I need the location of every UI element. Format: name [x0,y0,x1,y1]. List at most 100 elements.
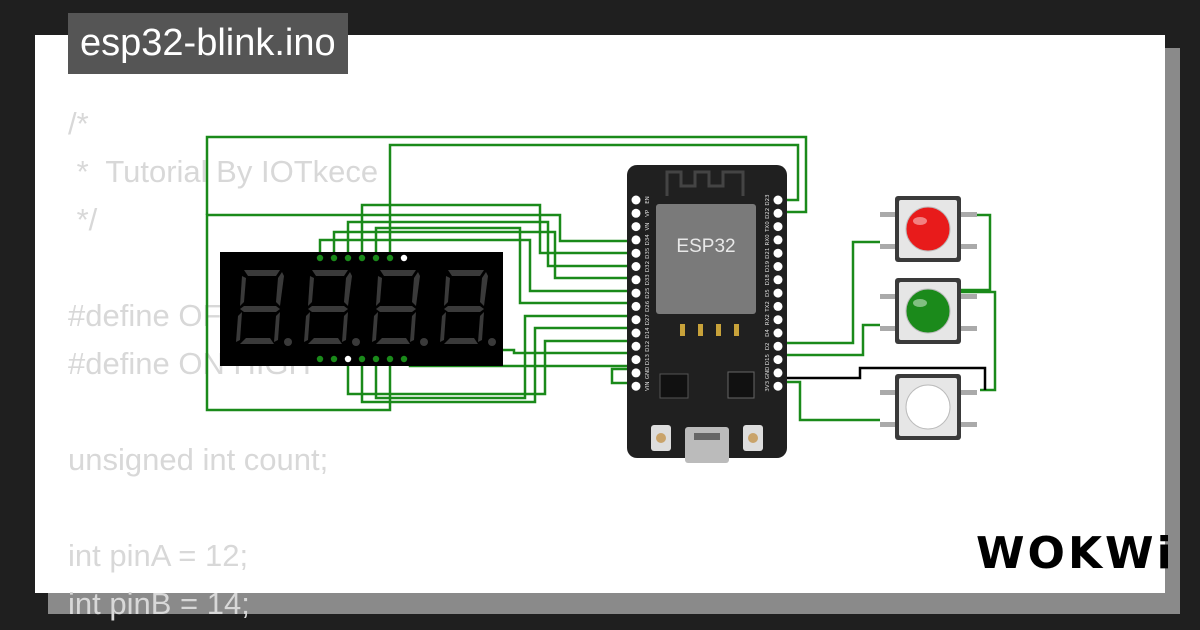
decimal-point [488,338,496,346]
display-pin [400,355,408,363]
pin-label: D32 [645,261,651,272]
antenna [665,170,745,196]
pin-label: D35 [645,247,651,259]
button-highlight [913,299,927,307]
segment [308,276,314,306]
pin-label: D2 [765,342,771,350]
pin-label: D27 [645,314,651,326]
button-leg [960,212,977,217]
display-pin [358,254,366,262]
segment [478,312,484,342]
pin-hole [631,235,641,245]
wire [960,290,997,392]
pin-label: D23 [765,194,771,206]
code-line: * Tutorial By IOTkece [68,154,379,189]
pin-label: D22 [765,208,771,219]
seven-segment-display[interactable] [220,252,503,366]
digit [236,270,292,346]
wire [360,326,636,404]
display-pin [386,355,394,363]
pin-hole [631,328,641,338]
display-pin [372,254,380,262]
pin-label: D26 [645,300,651,312]
segment [480,272,488,306]
decimal-point [352,338,360,346]
pin-hole [773,315,783,325]
display-pin [400,254,408,262]
segment [308,338,342,344]
pin-hole [773,195,783,205]
pin-label: D5 [765,289,771,297]
pin-label: RX0 [765,234,771,246]
pin-label: RX2 [765,314,771,325]
wire [374,314,636,400]
pushbutton-white [880,374,977,440]
segment [410,312,416,342]
smd-component [734,324,739,336]
pin-label: D13 [645,353,651,365]
segment [380,270,416,276]
segment [444,338,478,344]
segment [304,312,310,342]
segment [342,312,348,342]
button-cap [905,288,951,334]
segment [274,312,280,342]
wire [781,323,880,357]
pin-hole [773,288,783,298]
pin-label: D34 [645,234,651,246]
pin-hole [631,288,641,298]
pushbuttons[interactable] [880,196,977,440]
segment [376,276,382,306]
pin-hole [631,341,641,351]
pin-label: 3V3 [765,380,771,391]
pin-hole [773,341,783,351]
pin-hole [631,355,641,365]
display-pin [330,355,338,363]
pin-hole [773,381,783,391]
pin-hole [631,222,641,232]
pin-hole [773,328,783,338]
pin-hole [773,235,783,245]
pin-hole [631,381,641,391]
segment [312,270,348,276]
display-pin [344,355,352,363]
segment [372,312,378,342]
button-leg [880,212,897,217]
pushbutton-green [880,278,977,344]
wire [781,240,880,345]
wire [360,203,636,255]
wire [388,143,800,255]
button-leg [880,422,897,427]
smd-component [716,324,721,336]
pin-label: D21 [765,248,771,259]
esp32-board[interactable]: ESP32ENVPVND34D35D32D33D25D26D27D14D12D1… [627,165,787,463]
wire [205,135,808,215]
pin-label: VP [645,209,651,217]
file-title[interactable]: esp32-blink.ino [68,13,348,74]
pin-label: VN [645,223,651,231]
digit [304,270,360,346]
wire [960,213,992,292]
usb-port-slot [694,433,720,440]
button-cap [905,206,951,252]
button-leg [960,244,977,249]
pin-label: D18 [765,274,771,286]
pin-hole [773,275,783,285]
button-leg [880,294,897,299]
pin-hole [631,315,641,325]
segment [344,272,352,306]
pin-label: D33 [645,274,651,286]
pin-label: D4 [765,329,771,337]
segment [240,306,280,312]
pin-hole [631,195,641,205]
wire-gnd [781,366,987,390]
button-leg [960,294,977,299]
code-line: int pinB = 14; [68,586,250,621]
button-leg [880,244,897,249]
segment [276,272,284,306]
display-pin [344,254,352,262]
segment [412,272,420,306]
button-highlight [913,217,927,225]
button-leg [880,390,897,395]
